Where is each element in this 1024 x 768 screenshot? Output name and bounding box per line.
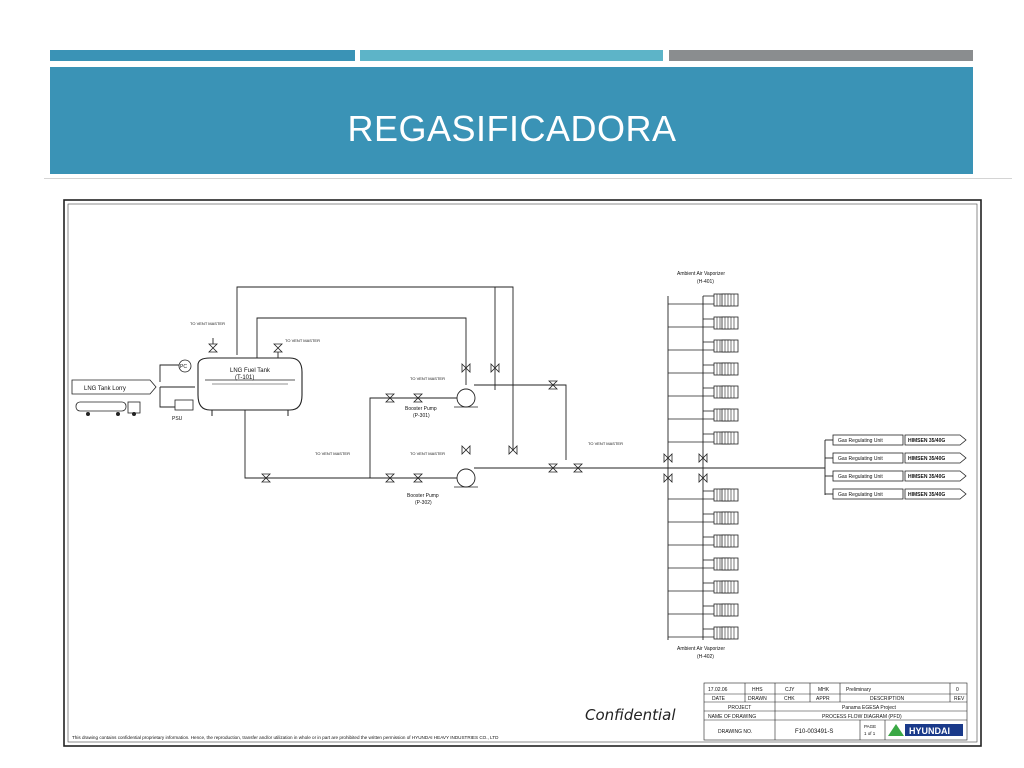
lng-tank-lorry: LNG Tank Lorry (71, 379, 157, 416)
vaporizer-402-coil-back-6 (721, 603, 739, 617)
vaporizer-402-coil-back-4 (721, 557, 739, 571)
pump-302-label: Booster Pump (407, 493, 439, 499)
vent-label-6: TO VENT MASTER (588, 441, 623, 446)
title-block-text: 17.02.06 HHS CJY MHK Preliminary 0 DATE … (708, 687, 965, 736)
engine-arrow-2 (904, 452, 967, 464)
hyundai-logo-mark (888, 724, 904, 736)
tb-appr-value: MHK (818, 687, 830, 693)
tb-project-label: PROJECT (728, 705, 751, 711)
gru-box-1 (832, 434, 904, 446)
himsen-label-3: HIMSEN 35/40G (908, 474, 945, 480)
gru-box-2 (832, 452, 904, 464)
vaporizer-401-coil-back-6 (721, 408, 739, 422)
gru-label-4: Gas Regulating Unit (838, 492, 883, 498)
drawing-frame (63, 199, 982, 747)
confidential-stamp: Confidential (585, 706, 676, 724)
hyundai-logo: HYUNDAI (909, 726, 950, 736)
vaporizer-402-coil-back-5 (721, 580, 739, 594)
gru-box-4 (832, 488, 904, 500)
vaporizer-401-coil-back-4 (721, 362, 739, 376)
tb-drawing-name-label: NAME OF DRAWING (708, 714, 756, 720)
gru-label-2: Gas Regulating Unit (838, 456, 883, 462)
tb-drawn-header: DRAWN (748, 696, 767, 702)
vaporizer-402-coil-back-7 (721, 626, 739, 640)
vaporizer-401-tag: (H-401) (697, 279, 714, 285)
vent-label-2: TO VENT MASTER (285, 338, 320, 343)
pressure-controller-icon (178, 359, 192, 373)
vent-label-5: TO VENT MASTER (410, 451, 445, 456)
booster-pump-302: Booster Pump (P-302) (407, 468, 478, 506)
tb-appr-header: APPR (816, 696, 830, 702)
engine-arrow-3 (904, 470, 967, 482)
vent-label-1: TO VENT MASTER (190, 321, 225, 326)
tb-drawn-value: HHS (752, 687, 763, 693)
drawing-inner-frame (67, 203, 978, 743)
vaporizer-coils (713, 293, 739, 640)
tb-project-value: Panama EGESA Project (842, 705, 897, 711)
tb-drawing-no-label: DRAWING NO. (718, 729, 752, 735)
lorry-label: LNG Tank Lorry (84, 386, 126, 392)
pump-301-label: Booster Pump (405, 406, 437, 412)
booster-pump-301: Booster Pump (P-301) (405, 388, 478, 419)
pump-302-tag: (P-302) (415, 500, 432, 506)
himsen-label-2: HIMSEN 35/40G (908, 456, 945, 462)
vent-label-4: TO VENT MASTER (315, 451, 350, 456)
vaporizer-402-coil-back-2 (721, 511, 739, 525)
engine-arrow-4 (904, 488, 967, 500)
tb-desc-value: Preliminary (846, 687, 872, 693)
title-banner (50, 67, 973, 174)
tank-tag: (T-101) (235, 375, 254, 381)
pc-label: PC (180, 364, 187, 370)
vaporizer-402-coil-back-3 (721, 534, 739, 548)
himsen-label-1: HIMSEN 35/40G (908, 438, 945, 444)
gru-box-3 (832, 470, 904, 482)
gru-branch-lines (825, 439, 833, 495)
vaporizer-branches (668, 295, 714, 638)
vaporizer-401-coil-back-7 (721, 431, 739, 445)
gru-label-1: Gas Regulating Unit (838, 438, 883, 444)
accent-bar-blue (50, 50, 355, 61)
tb-rev-value: 0 (956, 687, 959, 693)
tb-date-value: 17.02.06 (708, 687, 728, 693)
psu-label: PSU (172, 416, 183, 422)
pump-301-tag: (P-301) (413, 413, 430, 419)
vaporizer-402-coil-back-1 (721, 488, 739, 502)
confidentiality-footer: This drawing contains confidential propr… (72, 735, 499, 740)
vent-label-3: TO VENT MASTER (410, 376, 445, 381)
gru-label-3: Gas Regulating Unit (838, 474, 883, 480)
vaporizer-402-tag: (H-402) (697, 654, 714, 660)
title-divider (44, 178, 1012, 179)
vaporizer-401-label: Ambient Air Vaporizer (677, 271, 725, 277)
tb-drawing-name-value: PROCESS FLOW DIAGRAM (PFD) (822, 714, 902, 720)
vaporizer-402-label: Ambient Air Vaporizer (677, 646, 725, 652)
lng-fuel-tank: LNG Fuel Tank (T-101) (197, 357, 303, 416)
gas-regulating-units: Gas Regulating Unit Gas Regulating Unit … (832, 434, 967, 500)
psu-box (174, 399, 194, 411)
title-block (703, 682, 968, 741)
tb-drawing-no-value: F10-003491-S (795, 729, 833, 735)
tb-date-header: DATE (712, 696, 726, 702)
tb-page-label: PAGE (864, 724, 876, 729)
vaporizer-401-coil-back-5 (721, 385, 739, 399)
accent-bar-teal (360, 50, 663, 61)
tb-page-value: 1 of 1 (864, 731, 876, 736)
tb-chk-value: CJY (785, 687, 795, 693)
accent-bar-gray (669, 50, 973, 61)
vaporizer-401-coil-back-3 (721, 339, 739, 353)
tb-rev-header: REV (954, 696, 965, 702)
vaporizer-401-coil-back-2 (721, 316, 739, 330)
tb-desc-header: DESCRIPTION (870, 696, 905, 702)
tank-label: LNG Fuel Tank (230, 368, 271, 374)
slide-title: REGASIFICADORA (347, 108, 677, 149)
himsen-label-4: HIMSEN 35/40G (908, 492, 945, 498)
vaporizer-401-coil-back-1 (721, 293, 739, 307)
tb-chk-header: CHK (784, 696, 795, 702)
engine-arrow-1 (904, 434, 967, 446)
hyundai-logo-plate (905, 724, 963, 736)
